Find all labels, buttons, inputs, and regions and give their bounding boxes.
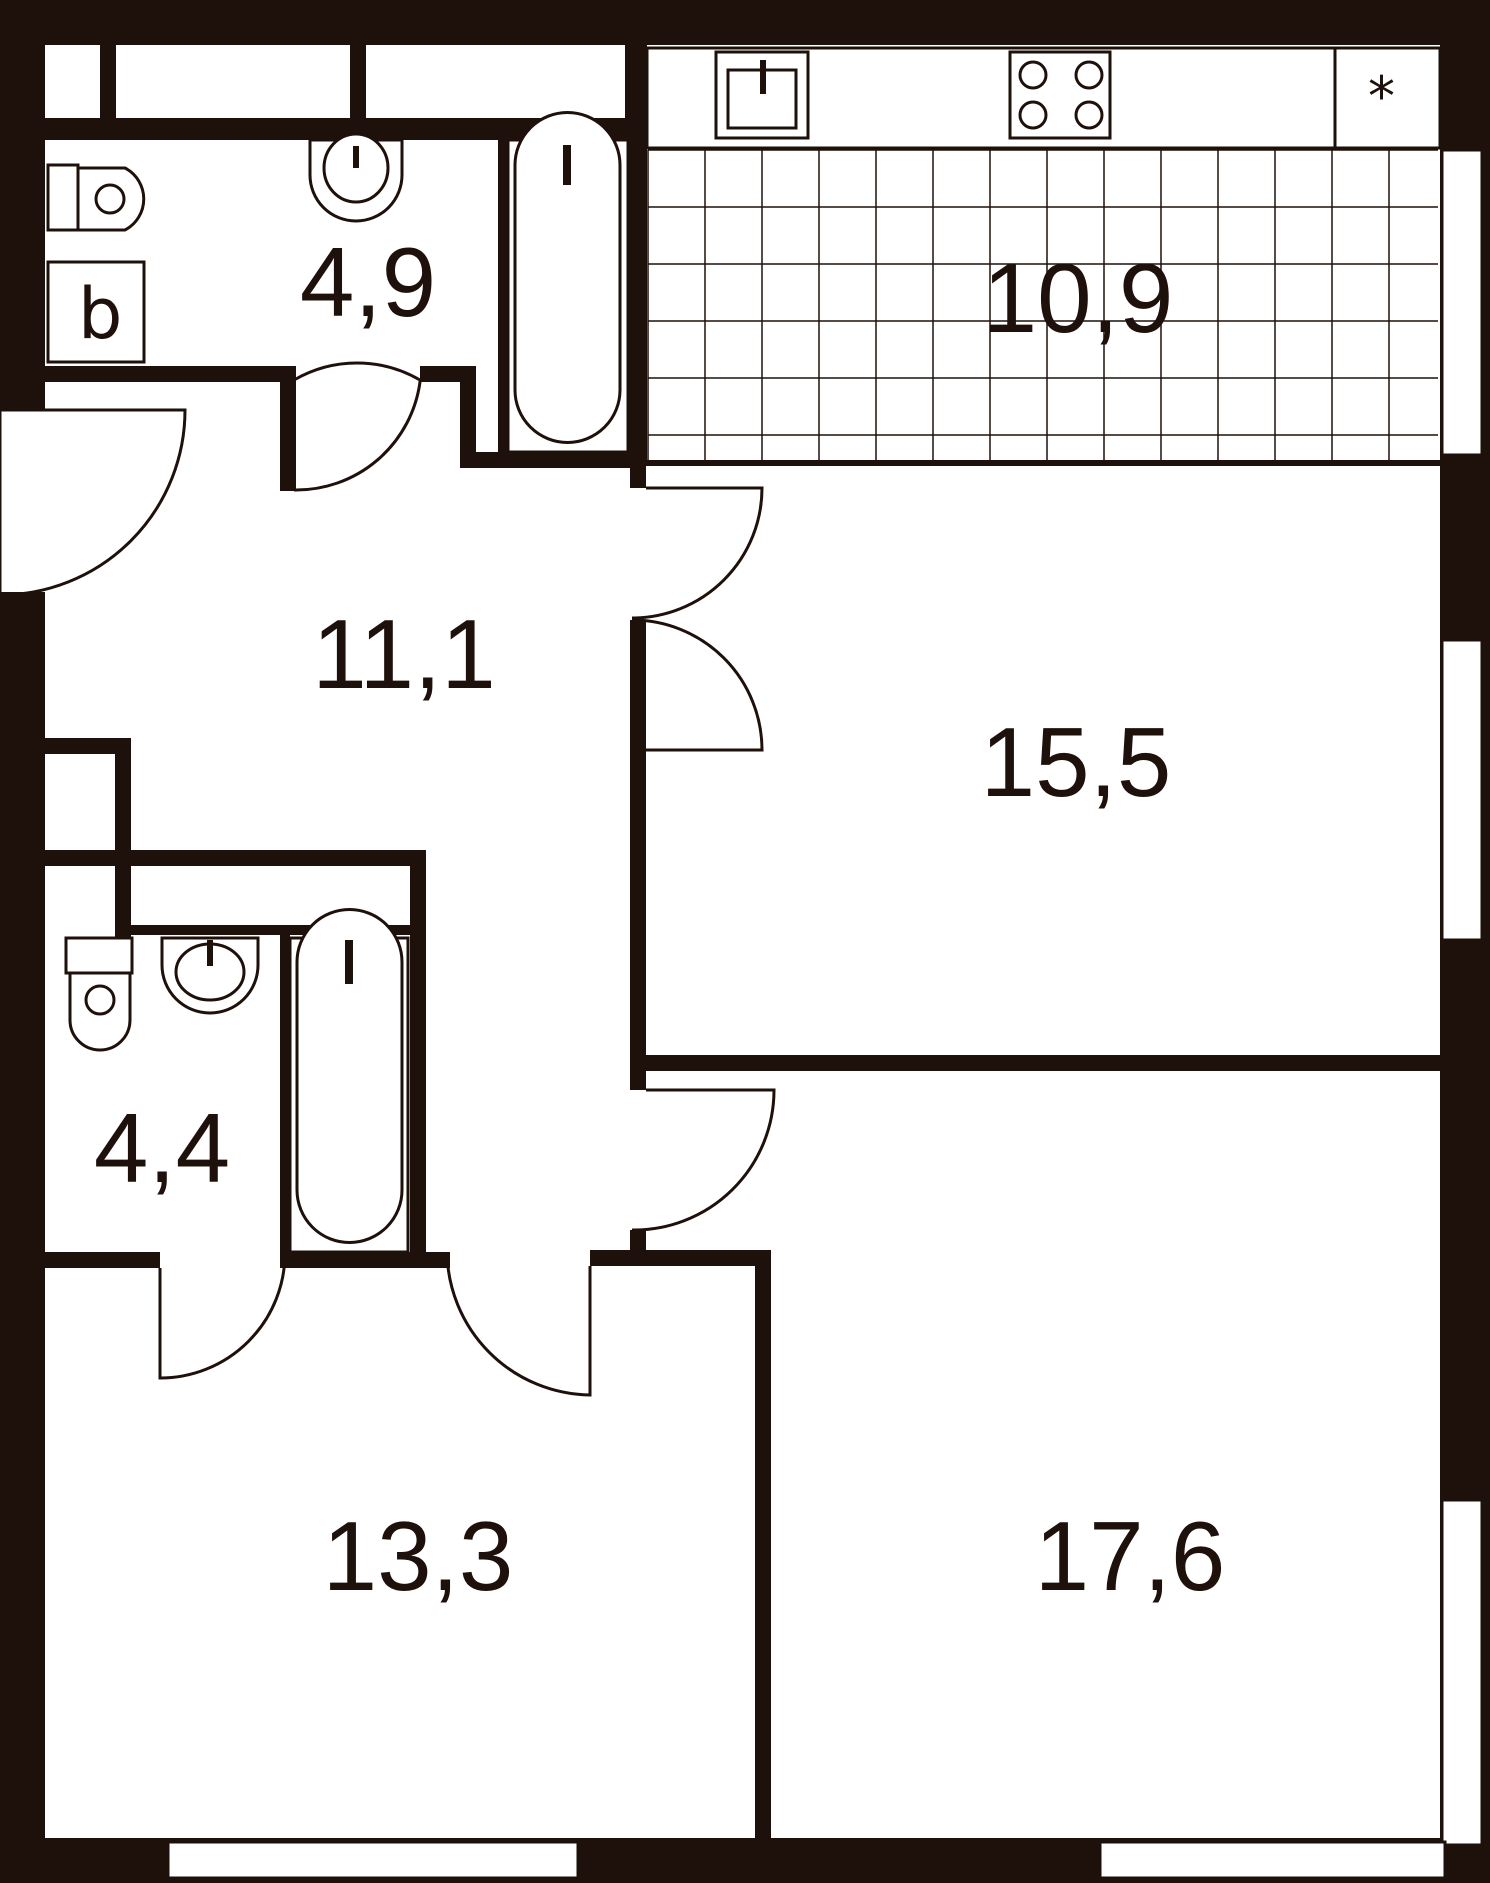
bathroom-2-walls xyxy=(45,738,426,1260)
toilet-2-icon xyxy=(64,936,134,1052)
bedroom-1-door-lower xyxy=(631,618,764,752)
windows xyxy=(166,148,1484,1880)
room-area-bedroom-2: 13,3 xyxy=(323,1501,514,1611)
room-area-bathroom-2: 4,4 xyxy=(94,1093,230,1203)
ventilation-symbol: * xyxy=(1368,65,1395,128)
sink-2-icon xyxy=(160,936,260,1015)
room-area-bathroom-1: 4,9 xyxy=(300,227,436,337)
toilet-icon xyxy=(46,163,146,232)
room-labels: 4,9 10,9 11,1 15,5 4,4 13,3 17,6 xyxy=(94,227,1225,1611)
boiler-icon: b xyxy=(78,273,122,355)
interior-walls xyxy=(45,466,1440,1850)
bathtub-2-icon xyxy=(288,908,410,1254)
living-room-door xyxy=(631,1088,776,1232)
room-area-bedroom-1: 15,5 xyxy=(981,707,1172,817)
top-closets xyxy=(45,45,647,465)
kitchen-sink-icon xyxy=(714,50,810,140)
bathroom-1-walls xyxy=(45,140,640,491)
bathroom-2-fixtures xyxy=(64,908,410,1254)
room-area-hallway: 11,1 xyxy=(312,599,495,709)
kitchen-area xyxy=(640,46,1442,466)
entrance-door xyxy=(0,408,187,597)
kitchen-fixtures: * xyxy=(714,50,1395,140)
doors xyxy=(0,361,776,1397)
stove-icon xyxy=(1008,50,1112,140)
bathroom-2-door xyxy=(158,1252,287,1380)
washing-machine-icon xyxy=(46,260,146,364)
bathroom-1-door xyxy=(292,361,422,492)
bedroom-2-door xyxy=(445,1251,592,1397)
room-area-kitchen: 10,9 xyxy=(983,243,1174,353)
bathroom-1-fixtures: b xyxy=(46,111,630,454)
bedroom-1-door-upper xyxy=(631,486,764,620)
boiler-symbol: b xyxy=(78,273,122,355)
room-area-living-room: 17,6 xyxy=(1035,1501,1226,1611)
sink-icon xyxy=(308,132,404,223)
bathtub-icon xyxy=(506,111,630,454)
kitchen-tile-grid xyxy=(647,149,1438,460)
